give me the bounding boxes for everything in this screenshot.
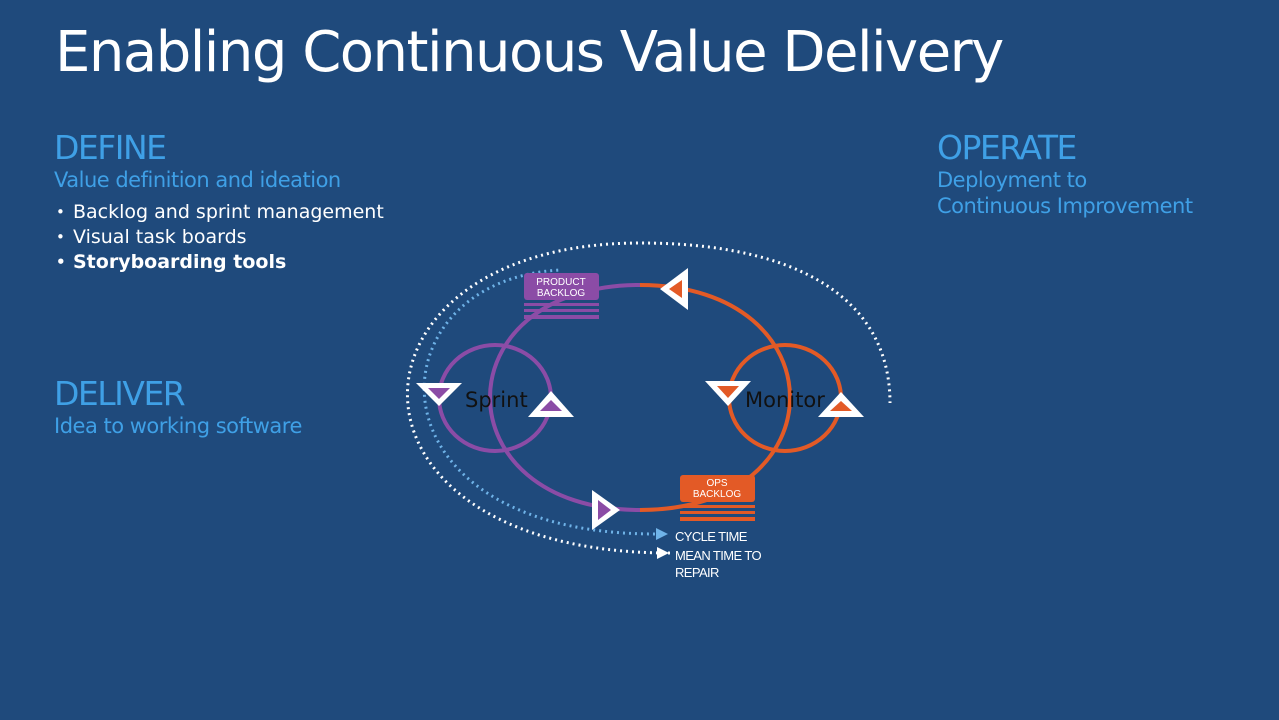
mttr-label-1: MEAN TIME TO [675,548,761,563]
mttr-label-2: REPAIR [675,565,719,580]
ops-backlog-label-1: OPS [706,478,727,489]
operate-subtitle-line1: Deployment to [937,168,1087,192]
deliver-heading: DELIVER [54,374,186,413]
arrow-right-icon [592,490,620,530]
bullet-storyboarding: Storyboarding tools [55,250,384,275]
monitor-arrow-up-icon [818,392,864,417]
product-backlog-box: PRODUCT BACKLOG [524,273,599,319]
sprint-label: Sprint [465,388,528,412]
page-title: Enabling Continuous Value Delivery [55,20,1004,85]
ops-backlog-box: OPS BACKLOG [680,475,755,521]
ops-backlog-label-2: BACKLOG [693,489,742,500]
sprint-arrow-down-icon [416,383,462,406]
define-bullet-list: Backlog and sprint management Visual tas… [55,200,384,275]
cycle-time-label: CYCLE TIME [675,529,748,544]
monitor-label: Monitor [745,388,825,412]
operate-subtitle: Deployment to Continuous Improvement [937,167,1193,219]
bullet-task-boards: Visual task boards [55,225,384,250]
product-backlog-label-1: PRODUCT [536,277,585,288]
define-subtitle: Value definition and ideation [54,168,341,192]
sprint-arrow-up-icon [528,391,574,417]
define-heading: DEFINE [54,128,167,167]
deliver-subtitle: Idea to working software [54,414,302,438]
operate-subtitle-line2: Continuous Improvement [937,194,1193,218]
cycle-time-arrow-icon [656,528,668,540]
arrow-left-icon [660,268,688,310]
bullet-backlog: Backlog and sprint management [55,200,384,225]
monitor-arrow-down-icon [705,381,751,406]
inner-dotted-arc [422,268,656,536]
operate-heading: OPERATE [937,128,1077,167]
mttr-arrow-icon [657,547,669,559]
outer-dotted-arc [406,241,892,555]
product-backlog-label-2: BACKLOG [537,288,586,299]
